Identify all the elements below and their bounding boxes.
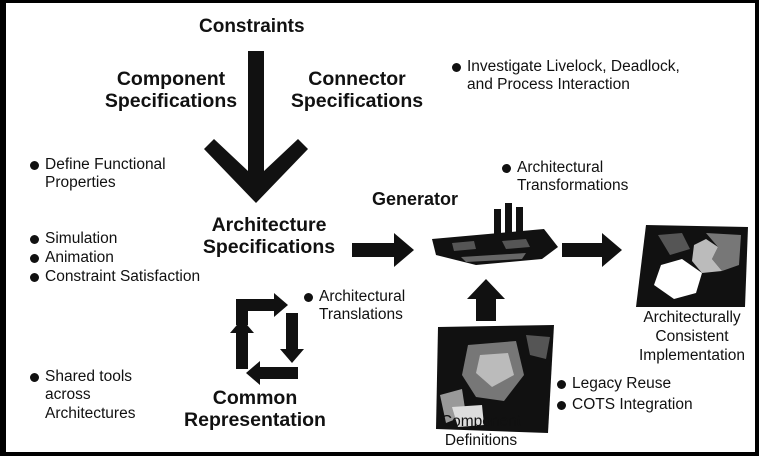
generator-title: Generator	[372, 189, 459, 209]
implementation-title: Architecturally Consistent Implementatio…	[626, 309, 755, 366]
component-specifications-title: Component Specifications	[92, 68, 250, 113]
arrow-to-implementation	[562, 233, 622, 267]
bullet-investigate-line-2: and Process Interaction	[467, 76, 630, 94]
bullet-constraint-satisfaction-text: Constraint Satisfaction	[45, 268, 201, 285]
bullet-define-functional-line-1: Define Functional	[45, 156, 166, 173]
bullet-investigate-line-1: Investigate Livelock, Deadlock,	[467, 58, 680, 75]
architecture-specifications-title: Architecture Specifications	[190, 214, 348, 259]
bullet-legacy-reuse-text: Legacy Reuse	[572, 375, 672, 392]
arrow-to-generator	[352, 233, 414, 267]
bullet-translations-line-1: Architectural	[319, 288, 406, 305]
bullet-legacy-reuse: Legacy Reuse	[557, 375, 671, 393]
connector-specifications-line: Connector Specifications	[290, 68, 424, 112]
bullet-shared-tools: Shared tools across Architectures	[30, 368, 135, 423]
bullet-investigate: Investigate Livelock, Deadlock, and Proc…	[452, 58, 680, 95]
implementation-map-icon	[636, 225, 748, 307]
bullet-architectural-translations: Architectural Translations	[304, 288, 405, 325]
component-definitions-puzzle-icon	[436, 325, 554, 433]
bullet-shared-tools-line-1: Shared tools	[45, 368, 133, 385]
constraints-down-arrow	[204, 51, 308, 203]
bullet-dot	[30, 161, 39, 170]
connector-specifications-title: Connector Specifications	[282, 68, 432, 113]
bullet-dot	[557, 401, 566, 410]
bullet-shared-tools-line-3: Architectures	[45, 404, 136, 422]
component-specifications-line: Component Specifications	[104, 68, 238, 112]
common-representation-line: Common Representation	[184, 387, 326, 431]
bullet-dot	[304, 293, 313, 302]
constraints-title: Constraints	[199, 16, 305, 37]
bullet-constraint-satisfaction: Constraint Satisfaction	[30, 268, 200, 286]
bullet-dot	[30, 235, 39, 244]
common-representation-title: Common Representation	[178, 387, 332, 432]
bullet-simulation-text: Simulation	[45, 230, 118, 247]
architecture-specifications-line: Architecture Specifications	[202, 214, 336, 258]
bullet-cots-integration: COTS Integration	[557, 396, 693, 414]
bullet-transformations-line-2: Transformations	[517, 177, 629, 195]
bullet-dot	[30, 273, 39, 282]
diagram-canvas: Constraints Component Specifications Con…	[6, 3, 755, 452]
bullet-animation: Animation	[30, 249, 114, 267]
bullet-simulation: Simulation	[30, 230, 117, 248]
arrow-up-to-generator	[467, 279, 505, 321]
bullet-dot	[557, 380, 566, 389]
diagram-graphics	[204, 51, 748, 433]
bullet-architectural-transformations: Architectural Transformations	[502, 159, 628, 196]
bullet-define-functional-line-2: Properties	[45, 174, 116, 192]
bullet-dot	[452, 63, 461, 72]
bullet-dot	[30, 254, 39, 263]
component-definitions-line: Component Definitions	[440, 413, 522, 449]
bullet-translations-line-2: Translations	[319, 306, 403, 324]
bullet-dot	[30, 373, 39, 382]
cycle-arrows-icon	[230, 293, 304, 385]
bullet-define-functional: Define Functional Properties	[30, 156, 166, 193]
implementation-line: Architecturally Consistent Implementatio…	[639, 309, 745, 364]
component-definitions-title: Component Definitions	[428, 413, 534, 451]
bullet-shared-tools-line-2: across	[45, 386, 91, 404]
bullet-cots-integration-text: COTS Integration	[572, 396, 693, 413]
bullet-animation-text: Animation	[45, 249, 114, 266]
bullet-transformations-line-1: Architectural	[517, 159, 604, 176]
generator-factory-icon	[432, 203, 558, 265]
bullet-dot	[502, 164, 511, 173]
